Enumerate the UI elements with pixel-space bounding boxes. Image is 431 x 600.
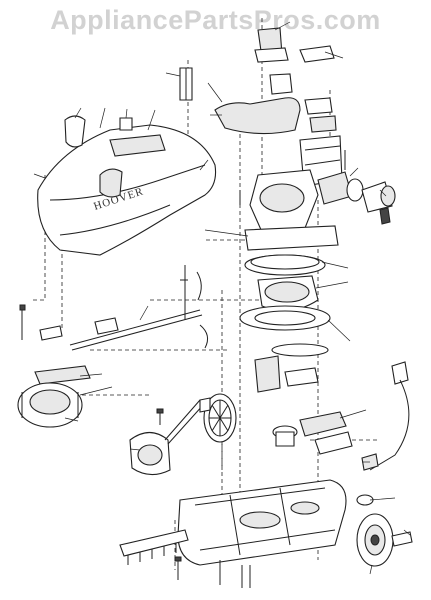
linkage-rods-part <box>39 265 209 351</box>
watermark-text: AppliancePartsPros.com <box>50 5 381 35</box>
brush-roll-part <box>119 529 189 565</box>
screws-part <box>156 150 346 588</box>
pump-motor-part <box>129 399 205 476</box>
leader-lines <box>33 21 411 575</box>
wheel-right-part <box>356 494 413 567</box>
base-housing-part <box>177 479 347 566</box>
valve-hose-part <box>361 361 410 471</box>
hose-fitting-part <box>317 171 396 225</box>
motor-assembly-part <box>239 169 339 357</box>
wheel-left-part <box>199 393 237 443</box>
top-housing-part: HOOVER <box>37 115 217 256</box>
brush-drive-part <box>17 304 91 428</box>
motor-cover-part <box>214 73 343 187</box>
handle-bracket-part <box>179 27 335 101</box>
center-brackets-part <box>254 355 353 455</box>
